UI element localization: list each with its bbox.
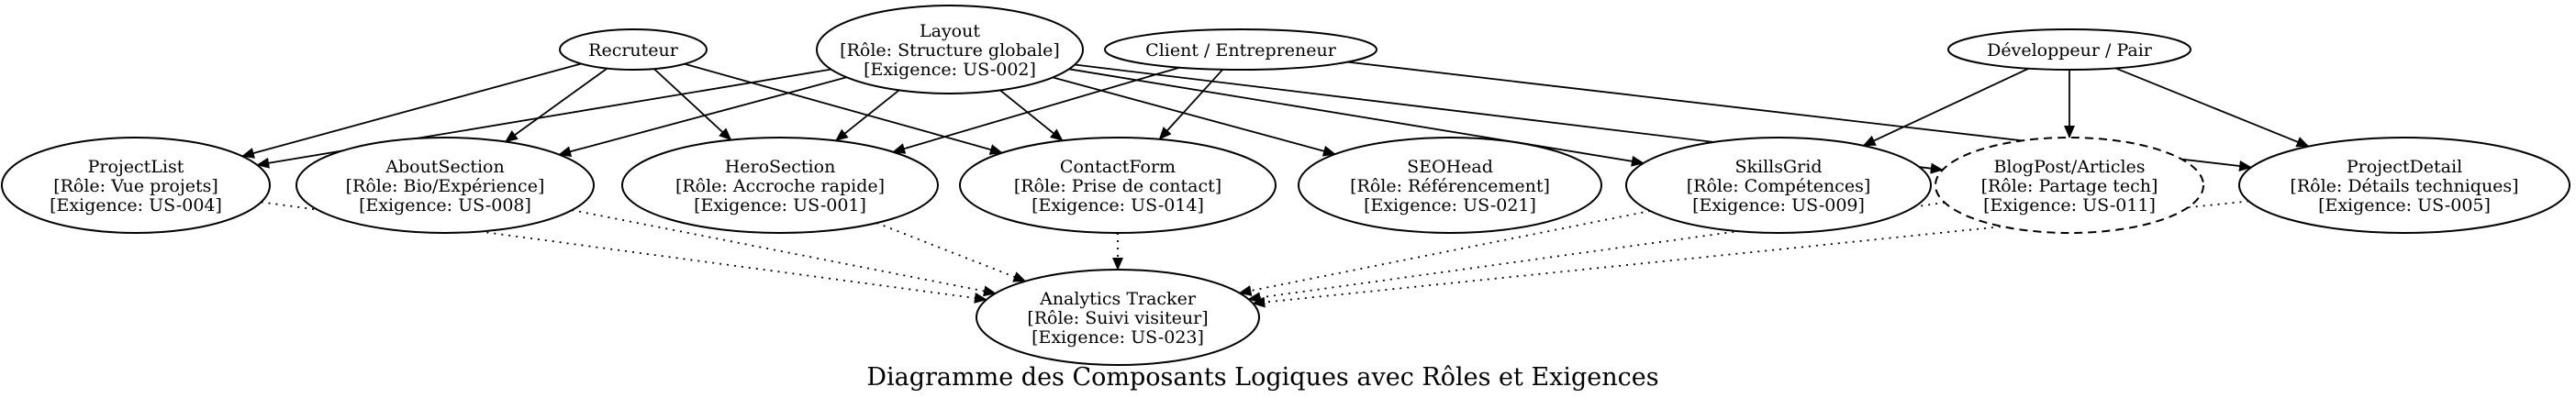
node-blog-shape: [1935, 137, 2204, 234]
node-projectdetail: ProjectDetail[Rôle: Détails techniques][…: [2238, 137, 2570, 234]
node-analytics-label-line: [Rôle: Suivi visiteur]: [1027, 308, 1208, 328]
edge-projectdetail-to-analytics: [1252, 200, 2249, 308]
node-dev: Développeur / Pair: [1947, 28, 2191, 71]
edge-layout-to-contact: [999, 89, 1064, 141]
node-analytics-label-line: Analytics Tracker: [1039, 289, 1197, 309]
edge-about-to-analytics: [572, 209, 997, 297]
edge-layout-to-skills: [1068, 68, 1645, 167]
node-contact-label-line: [Exigence: US-014]: [1032, 195, 1204, 216]
edge-dev-to-skills: [1862, 67, 2029, 147]
node-seo-label-line: [Rôle: Référencement]: [1350, 176, 1550, 196]
node-skills-label-line: [Rôle: Compétences]: [1687, 176, 1870, 196]
node-analytics-label-line: [Exigence: US-023]: [1032, 327, 1204, 348]
edge-dev-to-projectdetail: [2114, 67, 2310, 148]
node-recruteur-label-line: Recruteur: [588, 40, 679, 61]
node-seo-label-line: SEOHead: [1407, 157, 1493, 177]
node-blog-label-line: [Exigence: US-011]: [1983, 195, 2156, 216]
edge-recruteur-to-contact: [684, 62, 1003, 155]
edge-projectlist-to-analytics: [261, 201, 987, 304]
node-projectlist: ProjectList[Rôle: Vue projets][Exigence:…: [1, 137, 271, 234]
node-projectdetail-shape: [2238, 137, 2570, 234]
node-projectdetail-label-line: [Exigence: US-005]: [2318, 195, 2491, 216]
edge-layout-to-about: [558, 76, 847, 158]
node-hero-label-line: [Rôle: Accroche rapide]: [675, 176, 885, 196]
node-contact-label-line: [Rôle: Prise de contact]: [1014, 176, 1221, 196]
node-blog-label-line: BlogPost/Articles: [1993, 157, 2145, 177]
node-layout-label-line: [Exigence: US-002]: [864, 60, 1036, 80]
node-layout-shape: [816, 5, 1084, 94]
node-blog-label-line: [Rôle: Partage tech]: [1981, 176, 2158, 196]
node-hero: HeroSection[Rôle: Accroche rapide][Exige…: [621, 137, 939, 234]
node-about-label-line: AboutSection: [385, 157, 504, 177]
node-about-shape: [296, 137, 595, 234]
node-seo-shape: [1298, 137, 1602, 234]
node-projectdetail-label-line: ProjectDetail: [2347, 157, 2462, 177]
node-contact: ContactForm[Rôle: Prise de contact][Exig…: [959, 137, 1277, 234]
edge-client-to-contact: [1158, 69, 1223, 140]
node-projectlist-shape: [1, 137, 271, 234]
node-projectlist-label-line: [Rôle: Vue projets]: [53, 176, 218, 196]
node-dev-label-line: Développeur / Pair: [1987, 40, 2153, 61]
node-dev-shape: [1947, 28, 2191, 71]
node-client-label-line: Client / Entrepreneur: [1145, 40, 1337, 61]
node-client: Client / Entrepreneur: [1104, 28, 1377, 71]
edge-recruteur-to-about: [504, 67, 608, 143]
node-recruteur-shape: [559, 28, 708, 71]
node-hero-shape: [621, 137, 939, 234]
diagram-caption: Diagramme des Composants Logiques avec R…: [866, 363, 1658, 392]
node-layout-label-line: [Rôle: Structure globale]: [840, 40, 1060, 61]
node-analytics: Analytics Tracker[Rôle: Suivi visiteur][…: [976, 269, 1260, 366]
node-skills-label-line: [Exigence: US-009]: [1692, 195, 1865, 216]
nodes-layer: Recruteur Layout[Rôle: Structure globale]…: [1, 5, 2570, 366]
node-blog: BlogPost/Articles[Rôle: Partage tech][Ex…: [1935, 137, 2204, 234]
edge-client-to-hero: [892, 66, 1180, 154]
edge-layout-to-hero: [835, 89, 900, 142]
node-projectlist-label-line: [Exigence: US-004]: [50, 195, 222, 216]
node-layout: Layout[Rôle: Structure globale][Exigence…: [816, 5, 1084, 94]
edge-hero-to-analytics: [875, 222, 1027, 282]
node-skills-label-line: SkillsGrid: [1734, 157, 1822, 177]
node-seo: SEOHead[Rôle: Référencement][Exigence: U…: [1298, 137, 1602, 234]
node-skills: SkillsGrid[Rôle: Compétences][Exigence: …: [1625, 137, 1932, 234]
node-client-shape: [1104, 28, 1377, 71]
node-seo-label-line: [Exigence: US-021]: [1364, 195, 1536, 216]
node-skills-shape: [1625, 137, 1932, 234]
node-contact-label-line: ContactForm: [1060, 157, 1176, 177]
node-about-label-line: [Exigence: US-008]: [359, 195, 531, 216]
node-analytics-shape: [976, 269, 1260, 366]
node-contact-shape: [959, 137, 1277, 234]
node-projectdetail-label-line: [Rôle: Détails techniques]: [2290, 176, 2518, 196]
node-about: AboutSection[Rôle: Bio/Expérience][Exige…: [296, 137, 595, 234]
node-hero-label-line: HeroSection: [725, 157, 836, 177]
node-layout-label-line: Layout: [920, 21, 980, 41]
edge-recruteur-to-projectlist: [240, 62, 582, 159]
node-recruteur: Recruteur: [559, 28, 708, 71]
edge-recruteur-to-hero: [653, 68, 732, 141]
node-about-label-line: [Rôle: Bio/Expérience]: [346, 176, 545, 196]
node-hero-label-line: [Exigence: US-001]: [694, 195, 866, 216]
node-projectlist-label-line: ProjectList: [88, 157, 184, 177]
